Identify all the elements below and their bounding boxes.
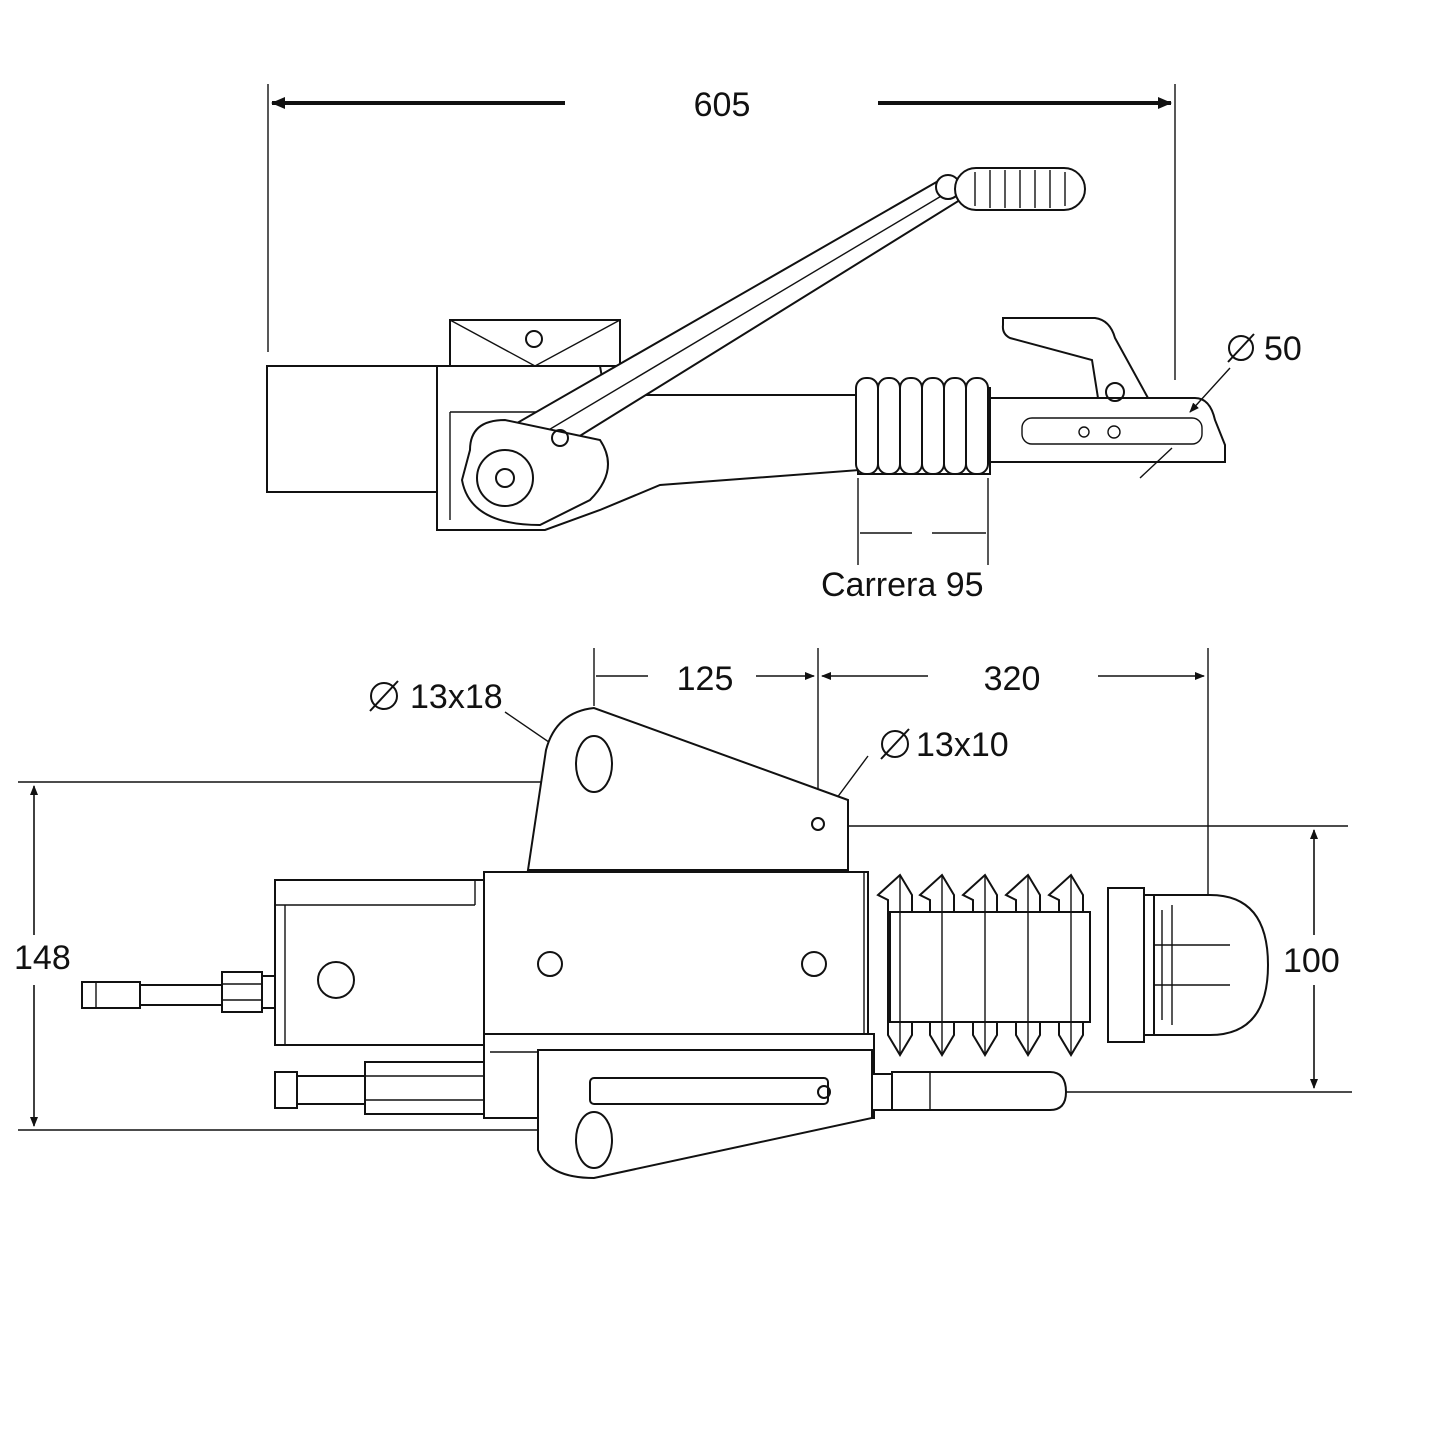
hub-center (495, 468, 515, 488)
hub-bolt (551, 429, 569, 447)
lower-rod (296, 1075, 366, 1105)
drawbar-block (274, 879, 486, 1046)
height-total-label: 148 (14, 939, 71, 977)
rod-end (81, 981, 141, 1009)
coupling-ring (1143, 894, 1155, 1036)
bellows-plan (876, 873, 1091, 1057)
spacing-left-label: 125 (677, 660, 734, 698)
drawbar-hole (317, 961, 355, 999)
leader-ball-lower (1139, 447, 1173, 479)
upper-bracket-hole (575, 735, 613, 793)
handle-pivot (1105, 382, 1125, 402)
damper-body (364, 1061, 491, 1115)
diameter-symbol-icon (369, 680, 399, 712)
grip-ribs (974, 170, 1066, 208)
bellows-side (855, 377, 991, 475)
ball-diameter-label: 50 (1264, 330, 1302, 368)
coupling-flange (1107, 887, 1145, 1043)
mount-bracket-diag (449, 319, 621, 367)
rod-nut (221, 971, 263, 1013)
coupling-slot (1021, 417, 1203, 445)
stroke-label: Carrera 95 (821, 566, 984, 604)
safety-handle (1001, 317, 1150, 399)
coupling-head (989, 397, 1226, 463)
pin-collar (871, 1073, 893, 1111)
upper-bracket (526, 706, 849, 871)
lower-slot (589, 1077, 829, 1105)
mount-hole (525, 330, 543, 348)
lower-pin (891, 1071, 1068, 1111)
lever-edge (514, 191, 949, 451)
hole-small-label: 13x10 (916, 726, 1009, 764)
height-inner-label: 100 (1283, 942, 1340, 980)
diameter-symbol-icon (1227, 333, 1255, 363)
rod-shaft (139, 984, 223, 1006)
plan-view: 125 320 13x18 13x10 148 100 (14, 648, 1352, 1180)
bellows-core (889, 911, 1091, 1023)
lower-small-hole (817, 1085, 831, 1099)
housing-bolt (537, 951, 563, 977)
diameter-symbol-icon (880, 728, 910, 760)
small-hole (811, 817, 825, 831)
coupling-hole (1078, 426, 1090, 438)
leader-ball (1189, 367, 1231, 413)
coupling-hole (1107, 425, 1121, 439)
lower-rod-end (274, 1071, 298, 1109)
overall-length-label: 605 (694, 86, 751, 124)
side-view: 50 Carrera 95 (266, 84, 1302, 604)
hub-ring (476, 449, 534, 507)
drawbar-tube (266, 365, 438, 493)
spacing-right-label: 320 (984, 660, 1041, 698)
hole-upper-label: 13x18 (410, 678, 503, 716)
lever-hub (460, 418, 609, 527)
coupling-ball-cap (1153, 894, 1270, 1036)
lower-bracket-hole (575, 1111, 613, 1169)
housing-bolt (801, 951, 827, 977)
rod-collar (261, 975, 276, 1009)
mount-bracket (449, 319, 621, 367)
